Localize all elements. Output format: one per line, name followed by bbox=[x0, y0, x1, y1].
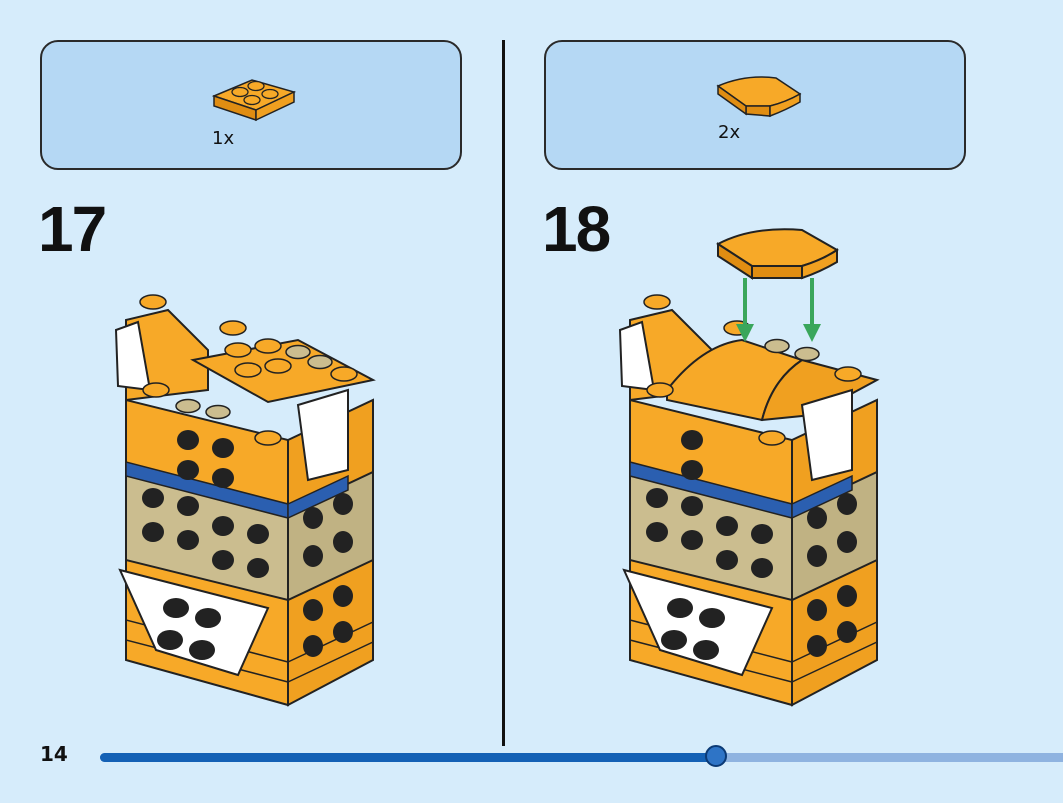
progress-bar[interactable] bbox=[100, 745, 1063, 767]
step-number-18: 18 bbox=[542, 193, 611, 265]
lego-model-step-18 bbox=[618, 228, 880, 707]
parts-list-step-18: 2x bbox=[544, 40, 966, 170]
step-number-17: 17 bbox=[38, 193, 107, 265]
lego-model-step-17 bbox=[114, 294, 376, 707]
orange-curved-slope-icon bbox=[716, 76, 802, 118]
progress-fill bbox=[100, 753, 717, 762]
orange-plate-2x2-icon bbox=[211, 79, 297, 122]
page-number: 14 bbox=[40, 742, 68, 766]
green-arrow-icon bbox=[736, 278, 821, 342]
progress-knob[interactable] bbox=[705, 745, 728, 767]
parts-list-step-17: 1x bbox=[40, 40, 462, 170]
floating-slope-piece bbox=[716, 228, 839, 280]
part-quantity: 2x bbox=[718, 122, 741, 143]
part-quantity: 1x bbox=[212, 128, 235, 149]
step-divider bbox=[502, 40, 505, 746]
